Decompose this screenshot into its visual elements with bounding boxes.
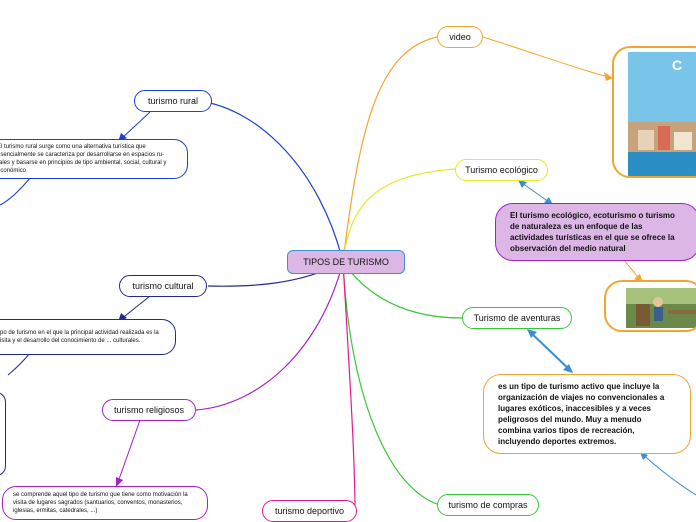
topic-turismo-religiosos-label: turismo religiosos: [113, 405, 185, 415]
turismo-ecologico-description[interactable]: El turismo ecológico, ecoturismo o turis…: [495, 203, 696, 261]
topic-turismo-compras[interactable]: turismo de compras: [437, 494, 539, 516]
topic-turismo-aventuras[interactable]: Turismo de aventuras: [462, 307, 572, 329]
connector-rural: [199, 100, 344, 263]
turismo-cultural-image-frame[interactable]: [0, 392, 6, 476]
connector-rural-desc: [119, 111, 151, 141]
topic-turismo-ecologico[interactable]: Turismo ecológico: [455, 159, 548, 181]
topic-video[interactable]: video: [437, 26, 483, 48]
nature-image: [626, 288, 696, 328]
connector-religiosos: [195, 261, 344, 411]
central-topic-label: TIPOS DE TURISMO: [303, 257, 389, 267]
connector-religiosos-desc: [116, 419, 141, 486]
topic-turismo-compras-label: turismo de compras: [448, 500, 528, 510]
turismo-ecologico-description-text: El turismo ecológico, ecoturismo o turis…: [510, 211, 675, 253]
video-thumbnail[interactable]: C: [612, 46, 696, 178]
connector-compras: [342, 261, 441, 506]
topic-turismo-deportivo-label: turismo deportivo: [274, 506, 345, 516]
topic-turismo-cultural[interactable]: turismo cultural: [119, 275, 207, 297]
turismo-religiosos-description[interactable]: se comprende aquel tipo de turismo que t…: [2, 486, 208, 520]
topic-video-label: video: [449, 32, 471, 42]
turismo-aventuras-description-text: es un tipo de turismo activo que incluye…: [498, 382, 665, 446]
topic-turismo-ecologico-label: Turismo ecológico: [465, 165, 538, 175]
turismo-religiosos-description-text: se comprende aquel tipo de turismo que t…: [13, 492, 188, 514]
topic-turismo-cultural-label: turismo cultural: [132, 281, 194, 291]
connector-ecologico: [342, 168, 456, 263]
topic-turismo-aventuras-label: Turismo de aventuras: [473, 313, 561, 323]
topic-turismo-religiosos[interactable]: turismo religiosos: [102, 399, 196, 421]
connector-cultural-desc: [119, 295, 151, 321]
connector-video-image: [482, 36, 614, 79]
topic-turismo-rural-label: turismo rural: [147, 96, 198, 106]
turismo-cultural-description-text: tipo de turismo en el que la principal a…: [0, 330, 159, 344]
turismo-cultural-description[interactable]: tipo de turismo en el que la principal a…: [0, 319, 176, 355]
beach-town-image: C: [628, 52, 696, 176]
ecologico-thumbnail[interactable]: [604, 280, 696, 332]
turismo-aventuras-description[interactable]: es un tipo de turismo activo que incluye…: [483, 374, 691, 454]
topic-turismo-deportivo[interactable]: turismo deportivo: [262, 500, 357, 522]
connector-aventuras-tail: [639, 451, 696, 496]
topic-turismo-rural[interactable]: turismo rural: [134, 90, 212, 112]
turismo-rural-description[interactable]: El turismo rural surge como una alternat…: [0, 139, 188, 179]
connector-aventuras-desc: [527, 329, 573, 373]
connector-deportivo: [342, 261, 356, 513]
turismo-rural-description-text: El turismo rural surge como una alternat…: [0, 144, 167, 174]
connector-video: [342, 36, 438, 263]
connector-rural-tail: [0, 177, 31, 206]
central-topic[interactable]: TIPOS DE TURISMO: [287, 250, 405, 274]
svg-text:C: C: [672, 57, 682, 73]
